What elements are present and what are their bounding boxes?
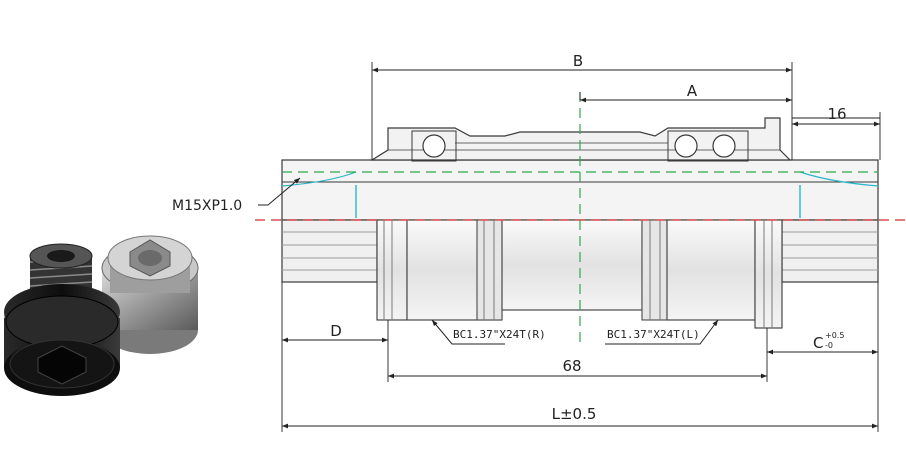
bb-cartridge-outline (255, 92, 906, 345)
label-dim-c-tol-lower: -0 (825, 341, 833, 350)
crank-bolts-photo (4, 235, 199, 396)
label-dim-16: 16 (827, 105, 846, 123)
dark-bolt (4, 243, 120, 396)
cup-left-leader (605, 319, 719, 345)
label-cup-thread-left: BC1.37"X24T(L) (607, 328, 700, 341)
label-cup-thread-right: BC1.37"X24T(R) (453, 328, 546, 341)
label-dim-d: D (330, 322, 342, 340)
silver-bolt (101, 235, 199, 354)
cup-bodies (376, 219, 783, 329)
label-dim-c-tol-upper: +0.5 (825, 331, 844, 340)
cup-right-leader (431, 319, 505, 345)
label-thread-spec: M15XP1.0 (172, 198, 242, 214)
spindle-end-right (781, 219, 879, 283)
label-dim-b: B (573, 52, 583, 70)
bearing-ball-left (422, 134, 446, 158)
thread-leader (258, 177, 301, 206)
label-dim-l: L±0.5 (552, 405, 597, 423)
dimension-lines (258, 67, 880, 429)
bearing-shell (369, 117, 792, 162)
label-dim-a: A (687, 82, 698, 100)
label-dim-68: 68 (562, 357, 581, 375)
extension-lines (281, 62, 881, 432)
spindle-end-left (281, 219, 378, 283)
label-dim-c: C (813, 334, 823, 352)
bearing-ball-right-1 (674, 134, 698, 158)
bearing-ball-right-2 (712, 134, 736, 158)
